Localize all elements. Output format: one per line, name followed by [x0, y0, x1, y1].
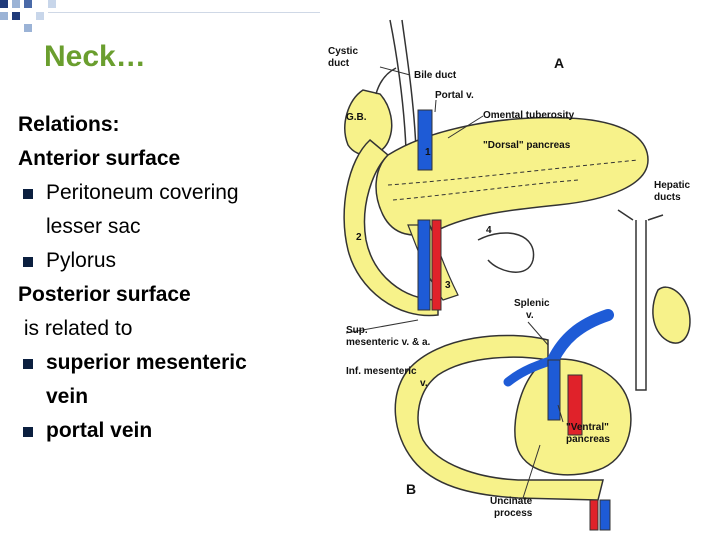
label-line: Uncinate — [490, 496, 533, 507]
leader-line — [345, 319, 419, 334]
ventral-pancreas-label: "Ventral"pancreas — [566, 422, 610, 445]
slide-body: Relations: Anterior surface Peritoneum c… — [18, 108, 318, 448]
omental-tuberosity-label: Omental tuberosity — [483, 110, 575, 121]
jejunum-shape — [477, 232, 535, 273]
region-3-label: 3 — [445, 280, 451, 291]
posterior-surface-heading: Posterior surface — [18, 283, 191, 306]
label-line: Inf. mesenteric — [346, 366, 417, 377]
sma-shape — [431, 219, 442, 311]
label-line: Cystic — [328, 46, 358, 57]
bullet-text: Peritoneum covering — [46, 181, 239, 204]
panel-b-label: B — [406, 481, 416, 497]
label-line: Splenic — [514, 298, 550, 309]
bullet-text: superior mesenteric — [46, 351, 247, 374]
square-bullet-icon — [23, 257, 33, 267]
dashed-boundary — [392, 179, 579, 201]
hepatic-duct-branches — [617, 209, 664, 221]
bullet-text: Pylorus — [46, 249, 117, 272]
label-line: ducts — [654, 192, 681, 203]
bullet-text: portal vein — [46, 419, 153, 442]
label-line: "Ventral" — [566, 422, 609, 433]
smv-b-shape — [547, 359, 561, 421]
bullet-item: Peritoneum covering — [18, 176, 318, 210]
label-line: v. — [420, 378, 428, 389]
smv-bottom-shape — [599, 499, 611, 531]
bile-duct-shape — [389, 19, 417, 151]
dorsal-pancreas-shape — [375, 116, 649, 236]
duodenum-shape — [343, 139, 439, 317]
cystic-duct-shape — [375, 67, 397, 95]
slide-title: Neck… — [44, 40, 146, 73]
smv-shape — [417, 219, 431, 311]
hepatic-duct-shape — [635, 220, 647, 391]
diagram-panel-b — [394, 209, 691, 531]
gb-label: G.B. — [346, 112, 367, 123]
dashed-boundary — [387, 159, 639, 186]
panel-a-label: A — [554, 55, 564, 71]
leader-line — [447, 115, 484, 139]
inf-mesenteric-label: Inf. mesentericv. — [346, 366, 428, 389]
leader-line — [434, 99, 437, 113]
bullet-continuation: lesser sac — [46, 215, 141, 238]
square-bullet-icon — [23, 427, 33, 437]
square-bullet-icon — [23, 189, 33, 199]
bullet-item: Pylorus — [18, 244, 318, 278]
dorsal-pancreas-label: "Dorsal" pancreas — [483, 140, 571, 151]
label-line: Sup. — [346, 325, 368, 336]
region-1-label: 1 — [425, 147, 431, 158]
bullet-item: portal vein — [18, 414, 318, 448]
label-line: pancreas — [566, 434, 610, 445]
splenic-vein-shape — [547, 309, 614, 366]
leader-line — [522, 444, 541, 499]
leader-line — [379, 66, 411, 76]
sup-mesenteric-label: Sup.mesenteric v. & a. — [346, 325, 431, 348]
label-line: v. — [526, 310, 534, 321]
label-line: Hepatic — [654, 180, 691, 191]
diagram-panel-a — [343, 19, 649, 334]
label-line: duct — [328, 58, 350, 69]
portal-vein-shape — [417, 109, 433, 171]
gallbladder-b-shape — [652, 286, 691, 344]
portal-v-label: Portal v. — [435, 90, 474, 101]
sma-b-shape — [567, 374, 583, 436]
label-line: mesenteric v. & a. — [346, 337, 431, 348]
anterior-surface-heading: Anterior surface — [18, 147, 181, 170]
bile-duct-label: Bile duct — [414, 70, 457, 81]
square-bullet-icon — [23, 359, 33, 369]
relations-heading: Relations: — [18, 113, 120, 136]
related-to-text: is related to — [18, 317, 133, 340]
region-2-label: 2 — [356, 232, 362, 243]
leader-line — [557, 404, 564, 423]
duodenum-b-shape — [394, 334, 604, 501]
region-4-label: 4 — [486, 225, 492, 236]
sma-bottom-shape — [589, 499, 599, 531]
leader-line — [527, 321, 549, 346]
bullet-continuation: vein — [46, 385, 89, 408]
bullet-item: superior mesenteric — [18, 346, 318, 380]
label-line: process — [494, 508, 533, 519]
decorative-corner-squares — [0, 0, 330, 40]
